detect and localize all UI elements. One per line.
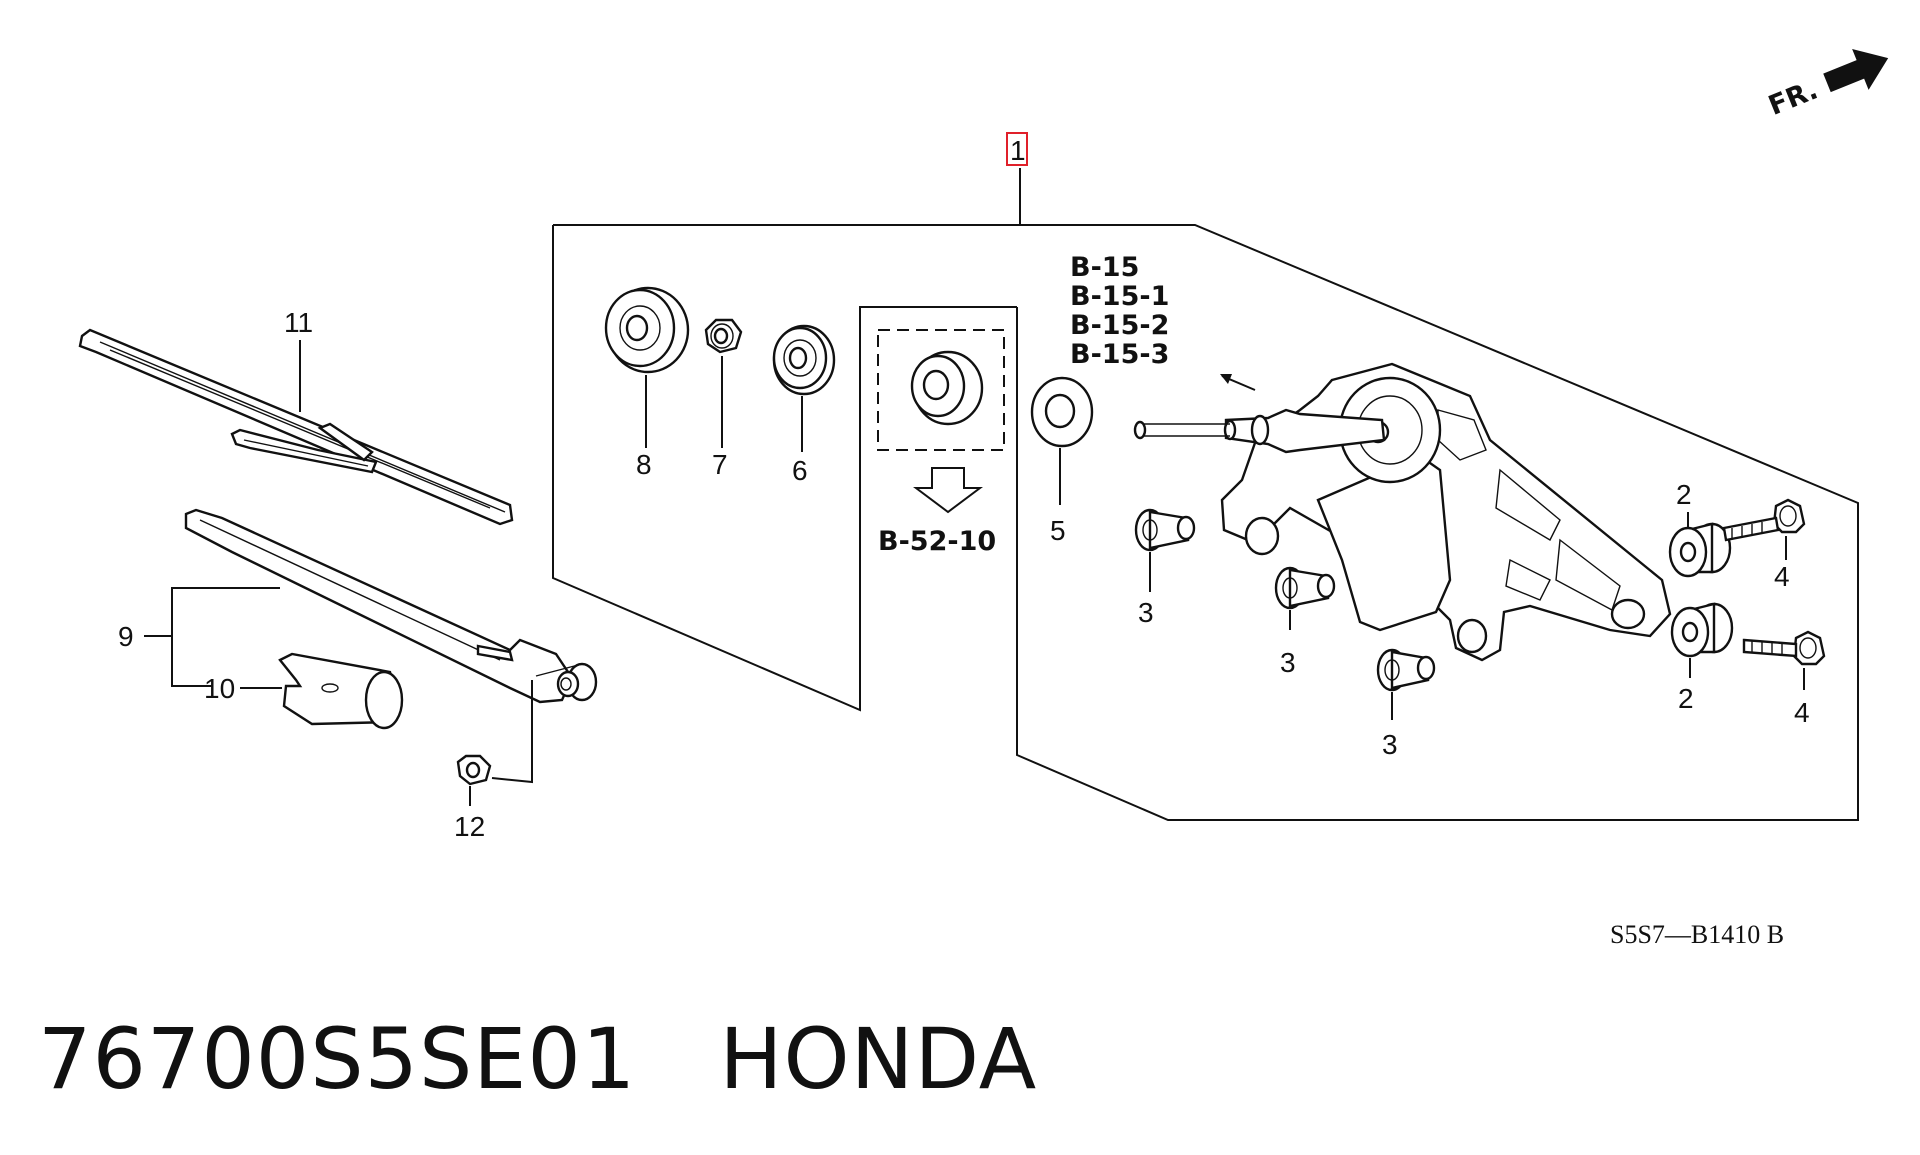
ref-b15-3[interactable]: B-15-3 (1070, 339, 1169, 370)
down-arrow-icon (913, 467, 983, 514)
callout-9[interactable]: 9 (118, 621, 134, 652)
part-3-collar-b[interactable] (1274, 566, 1336, 610)
part-number-caption: 76700S5SE01 HONDA (38, 1010, 1038, 1108)
callout-12[interactable]: 12 (454, 811, 485, 842)
ref-b15-2[interactable]: B-15-2 (1070, 310, 1169, 341)
ref-b15[interactable]: B-15 (1070, 252, 1139, 283)
part-9-wiper-arm[interactable] (184, 508, 598, 704)
wiper-motor-assembly[interactable] (1133, 362, 1672, 662)
callout-2b[interactable]: 2 (1678, 683, 1694, 714)
callout-5[interactable]: 5 (1050, 515, 1066, 546)
part-3-collar-a[interactable] (1134, 508, 1196, 552)
callout-3a[interactable]: 3 (1138, 597, 1154, 628)
grommet-b52-10[interactable] (910, 350, 984, 426)
assembly-outline (553, 224, 1859, 821)
direction-label: FR. (1764, 74, 1822, 121)
callout-3c[interactable]: 3 (1382, 729, 1398, 760)
part-7-nut[interactable] (704, 318, 743, 354)
part-4-bolt-b[interactable] (1742, 630, 1826, 666)
small-arrow-icon (1220, 374, 1256, 391)
callout-10[interactable]: 10 (204, 673, 235, 704)
callout-1[interactable]: 1 (1010, 135, 1026, 166)
part-2-mount-b[interactable] (1670, 602, 1734, 658)
figure-code: S5S7—B1410 B (1610, 920, 1785, 949)
callout-4a[interactable]: 4 (1774, 561, 1790, 592)
ref-b52-10[interactable]: B-52-10 (878, 526, 996, 557)
part-10-cap[interactable] (278, 652, 404, 730)
ref-b15-1[interactable]: B-15-1 (1070, 281, 1169, 312)
callout-highlight-box (1006, 132, 1028, 166)
part-5-washer[interactable] (1030, 376, 1094, 448)
callout-3b[interactable]: 3 (1280, 647, 1296, 678)
part-8-grommet[interactable] (604, 286, 690, 374)
part-2-mount-a[interactable] (1668, 522, 1732, 578)
callout-8[interactable]: 8 (636, 449, 652, 480)
part-6-bushing[interactable] (772, 324, 836, 396)
callout-6[interactable]: 6 (792, 455, 808, 486)
front-direction-arrow-icon: FR. (1764, 49, 1889, 122)
part-11-wiper-blade[interactable] (78, 328, 514, 526)
part-12-nut[interactable] (456, 754, 492, 786)
callout-7[interactable]: 7 (712, 449, 728, 480)
callout-2a[interactable]: 2 (1676, 479, 1692, 510)
part-4-bolt-a[interactable] (1722, 498, 1806, 542)
part-3-collar-c[interactable] (1376, 648, 1436, 692)
callout-11[interactable]: 11 (284, 307, 313, 338)
grommet-inset-box (877, 329, 1005, 451)
callout-4b[interactable]: 4 (1794, 697, 1810, 728)
